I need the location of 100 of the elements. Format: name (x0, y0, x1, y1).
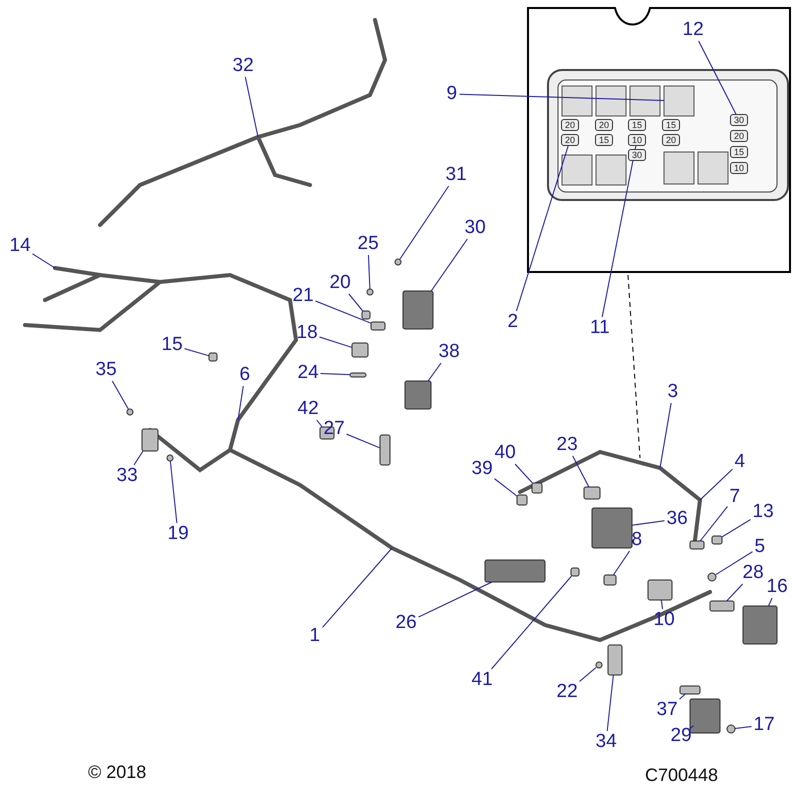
leader-line (632, 520, 665, 526)
callout-number: 9 (446, 84, 458, 104)
callout-number: 34 (596, 732, 617, 752)
fuse-rating: 20 (561, 134, 580, 146)
callout-number: 27 (324, 419, 345, 439)
leader-line (716, 551, 753, 575)
leader-line (459, 94, 664, 102)
callout-number: 28 (742, 563, 764, 583)
connector-icon (712, 536, 722, 544)
leader-line (690, 725, 694, 729)
screw-icon (394, 258, 402, 266)
regulator-drawing (690, 698, 720, 734)
callout-number: 21 (292, 286, 314, 306)
leader-line (572, 456, 590, 488)
callout-number: 11 (590, 318, 610, 338)
fuse-rating: 10 (730, 162, 748, 174)
leader-line (490, 576, 572, 670)
leader-line (660, 402, 672, 468)
callout-number: 13 (752, 502, 774, 522)
callout-number: 2 (508, 312, 518, 332)
leader-line (418, 582, 492, 618)
leader-line (134, 450, 144, 466)
fuse-rating: 20 (561, 119, 580, 131)
leader-line (238, 386, 244, 420)
callout-number: 33 (116, 466, 138, 486)
leader-line (428, 362, 442, 382)
leader-line (348, 294, 364, 312)
screw-icon (596, 662, 602, 668)
callout-number: 36 (666, 509, 688, 529)
callout-number: 42 (298, 399, 319, 419)
callout-number: 5 (754, 537, 766, 557)
regulator-drawing (742, 606, 778, 644)
fuse-rating: 15 (662, 119, 680, 131)
leader-line (726, 584, 744, 602)
leader-line (315, 300, 372, 324)
leader-line (32, 253, 56, 268)
callout-number: 14 (10, 236, 31, 256)
leader-line (346, 434, 380, 448)
leader-line (679, 694, 686, 700)
leader-line (319, 336, 352, 348)
copyright-note: © 2018 (88, 762, 146, 783)
callout-number: 40 (494, 443, 516, 463)
leader-line (368, 254, 370, 290)
screw-icon (726, 724, 736, 734)
leader-line (320, 373, 350, 376)
callout-number: 24 (298, 363, 319, 383)
callout-number: 15 (162, 335, 183, 355)
callout-number: 39 (472, 459, 493, 479)
leader-line (516, 146, 569, 312)
fuse-rating: 20 (730, 130, 748, 142)
fuse-rating: 15 (628, 119, 646, 131)
leader-line (612, 550, 630, 576)
wiring-harness-drawing (98, 18, 388, 227)
fuse-rating: 15 (595, 134, 614, 146)
callout-number: 37 (656, 700, 678, 720)
callout-number: 19 (168, 524, 189, 544)
callout-number: 25 (358, 234, 379, 254)
callout-number: 1 (310, 626, 320, 646)
bracket-icon (680, 686, 700, 694)
callout-number: 6 (240, 365, 250, 385)
fuse-rating: 10 (628, 134, 646, 146)
fuse-rating: 20 (595, 119, 614, 131)
callout-number: 12 (682, 20, 704, 40)
callout-number: 18 (296, 323, 318, 343)
callout-number: 22 (556, 682, 578, 702)
leader-line (112, 380, 129, 410)
leader-line (322, 548, 392, 628)
callout-number: 4 (734, 452, 746, 472)
callout-number: 30 (464, 218, 486, 238)
callout-number: 20 (330, 273, 351, 293)
callout-number: 32 (232, 56, 254, 76)
leader-line (722, 519, 751, 538)
callout-number: 26 (396, 613, 417, 633)
wiring-harness-drawing (23, 266, 712, 642)
leader-line (316, 420, 323, 428)
leader-line (700, 468, 733, 500)
callout-number: 23 (556, 435, 578, 455)
leader-line (184, 348, 210, 356)
leader-line (514, 464, 533, 484)
leader-line (579, 667, 596, 682)
screw-icon (708, 572, 716, 582)
leader-line (698, 40, 736, 114)
callout-number: 10 (654, 610, 675, 630)
callout-number: 38 (438, 342, 460, 362)
callout-number: 31 (446, 165, 467, 185)
callout-number: 29 (670, 726, 692, 746)
bracket-icon (710, 600, 734, 612)
callout-number: 41 (472, 670, 493, 690)
leader-line (700, 506, 728, 542)
callout-number: 17 (754, 715, 775, 735)
callout-number: 7 (730, 487, 740, 507)
callout-number: 16 (766, 577, 788, 597)
leader-line (660, 600, 664, 610)
leader-line (494, 478, 518, 497)
callout-number: 3 (668, 382, 678, 402)
relay-slot (664, 86, 694, 116)
leader-line (400, 186, 450, 260)
leader-line (768, 598, 773, 606)
callout-number: 35 (96, 360, 117, 380)
leader-line (734, 726, 752, 730)
